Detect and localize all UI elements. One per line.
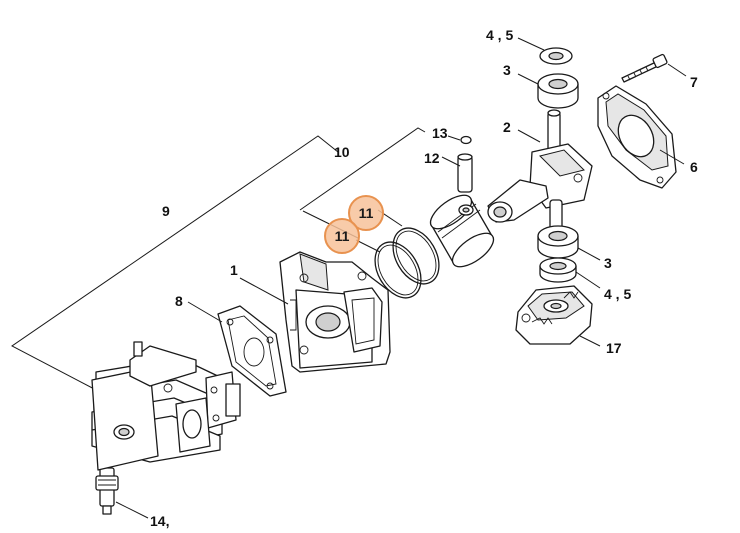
callout-3-upper: 3 [503, 62, 511, 78]
callout-9: 9 [162, 203, 170, 219]
callout-4-5-upper: 4 , 5 [486, 27, 513, 43]
part-4-5-upper-seal [517, 37, 573, 65]
part-10-piston [429, 194, 495, 268]
callout-3-lower: 3 [604, 255, 612, 271]
callout-7: 7 [690, 74, 698, 90]
part-8-gasket [187, 301, 287, 397]
highlight-callout-11-upper[interactable]: 11 [348, 195, 384, 231]
callout-8: 8 [175, 293, 183, 309]
callout-4-5-lower: 4 , 5 [604, 286, 631, 302]
part-1-crankcase [239, 251, 391, 373]
part-3-lower-bearing [537, 225, 601, 261]
callout-1: 1 [230, 262, 238, 278]
part-12-piston-pin [441, 153, 473, 193]
group-bracket-10 [299, 127, 426, 211]
part-9-cylinder [91, 341, 241, 471]
highlight-label-11-lower: 11 [335, 228, 350, 244]
part-17-clutch [515, 285, 601, 347]
callout-12: 12 [424, 150, 440, 166]
callout-17: 17 [606, 340, 622, 356]
group-bracket-9 [11, 135, 339, 393]
part-2-crankshaft [487, 109, 593, 234]
part-3-upper-bearing [517, 73, 579, 109]
part-4-5-lower-seal [539, 257, 601, 289]
part-14-spark-plug [95, 467, 149, 519]
callout-13: 13 [432, 125, 448, 141]
callout-6: 6 [690, 159, 698, 175]
highlight-label-11-upper: 11 [359, 205, 374, 221]
callout-10: 10 [334, 144, 350, 160]
part-7-screw [621, 53, 687, 83]
part-6-cover [597, 85, 685, 189]
highlight-callout-11-lower[interactable]: 11 [324, 218, 360, 254]
callout-14: 14, [150, 513, 169, 529]
callout-2: 2 [503, 119, 511, 135]
part-13-circlip [447, 135, 472, 145]
